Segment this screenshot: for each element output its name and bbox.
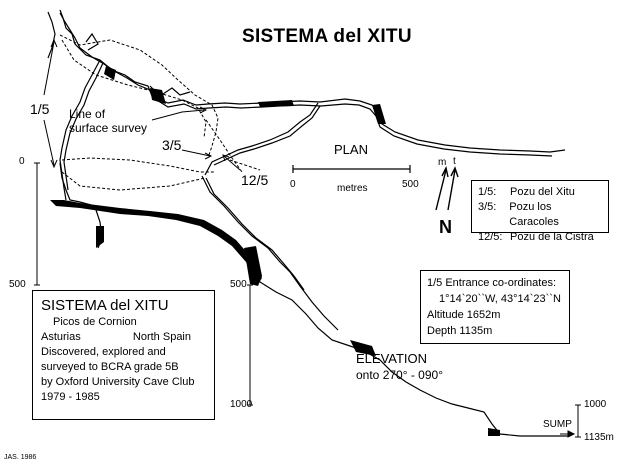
elevation-label: ELEVATION [356,351,428,366]
info-line-4: 1979 - 1985 [41,391,100,403]
survey-line-label-1: Line of [69,107,106,121]
legend-code: 3/5: [478,201,497,213]
right-depth-bottom: 1135m [584,432,614,443]
info-cave-name: SISTEMA del XITU [41,297,169,314]
scale-bar-unit: metres [337,183,368,194]
mid-depth-500: 500 [230,279,247,290]
info-line-2: surveyed to BCRA grade 5B [41,361,179,373]
altitude-value: Altitude 1652m [427,309,501,321]
depth-value: Depth 1135m [427,325,493,337]
info-line-1: Discovered, explored and [41,346,166,358]
draftsman-signature: JAS. 1986 [4,454,37,461]
scale-bar-start: 0 [290,179,296,190]
entrance-coordinates-box: 1/5 Entrance co-ordinates: 1°14`20``W, 4… [420,270,570,344]
north-arrows [435,165,459,211]
legend-entrance-name: Pozu del Xitu [510,186,575,198]
survey-line-label-2: surface survey [69,121,148,135]
depth-scales [34,162,581,438]
legend-row: 1/5: Pozu del Xitu [478,185,602,200]
cave-info-box: SISTEMA del XITU Picos de Cornion Asturi… [32,290,215,420]
north-label: N [439,217,452,237]
plan-label: PLAN [334,142,368,157]
sump-arrow [560,430,576,438]
magnetic-north-label: m [438,157,447,168]
info-location: Asturias North Spain [41,330,191,345]
scale-bar [292,165,411,173]
entrance-label-1-5: 1/5 [30,101,50,117]
plan-passage-fill [104,66,386,124]
legend-entrance-name: Pozu de la Cistra [510,231,594,243]
left-depth-zero: 0 [19,156,25,167]
diagram-title: SISTEMA del XITU [242,26,412,47]
scale-bar-end: 500 [402,179,419,190]
entrance-label-12-5: 12/5 [241,172,269,188]
surface-survey-line [59,34,261,191]
coordinates-heading: 1/5 Entrance co-ordinates: [427,277,557,289]
plan-passage [47,9,566,201]
label-arrows [43,38,241,171]
info-country: North Spain [132,331,191,343]
entrance-label-3-5: 3/5 [162,137,182,153]
info-province: Asturias [41,331,81,343]
sump-label: SUMP [543,419,572,430]
mid-depth-1000: 1000 [230,399,253,410]
elevation-passage-fill [50,200,500,436]
right-depth-1000: 1000 [584,399,607,410]
true-north-label: t [453,156,456,167]
elevation-projection: onto 270° - 090° [356,368,443,382]
legend-code: 1/5: [478,186,497,198]
legend-entrance-name: Pozu los Caracoles [509,201,559,228]
legend-row: 12/5: Pozu de la Cistra [478,230,602,245]
entrance-legend: 1/5: Pozu del Xitu 3/5: Pozu los Caracol… [471,180,609,243]
info-region: Picos de Cornion [53,316,137,328]
legend-row: 3/5: Pozu los Caracoles [478,200,602,230]
info-line-3: by Oxford University Cave Club [41,376,195,388]
left-depth-500: 500 [9,279,26,290]
legend-code: 12/5: [478,231,503,243]
coordinates-value: 1°14`20``W, 43°14`23``N [439,293,561,305]
